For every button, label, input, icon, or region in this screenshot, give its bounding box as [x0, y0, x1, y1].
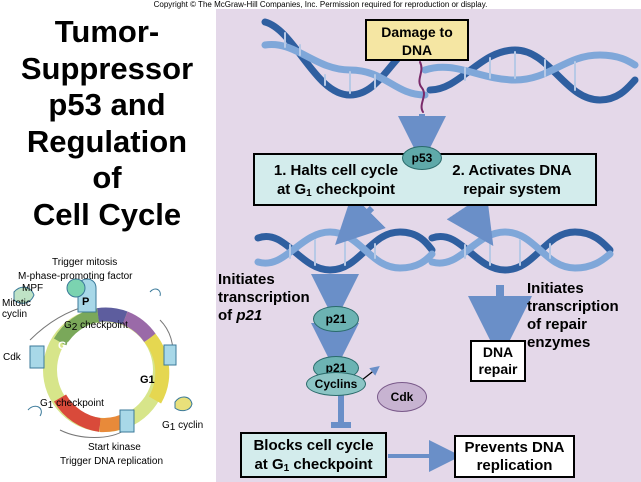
start-kinase-label: Start kinase [88, 442, 141, 453]
blocks-line2-sub: 1 [283, 463, 290, 474]
mitotic-cyclin-line2: cyclin [2, 309, 28, 320]
dna-repair-box: DNA repair [470, 340, 526, 382]
activates-line1: 2. Activates DNA [452, 162, 572, 179]
prevents-line1: Prevents DNA [464, 439, 565, 456]
cdk-cyclin-glyphs [13, 278, 193, 433]
initiates-p21-line3: of p21 [218, 307, 310, 325]
g1-cyclin-label: G1 cyclin [162, 420, 203, 433]
cell-cycle-wheel [29, 304, 174, 438]
g2-checkpoint-label: G2 checkpoint [64, 320, 128, 333]
blocks-line2-pre: at G [254, 456, 284, 473]
phase-s-label: S [64, 380, 72, 392]
activates-dna-repair-text: 2. Activates DNA repair system [437, 161, 587, 199]
title-line: Tumor- [54, 14, 160, 49]
initiates-p21-line3-pre: of [218, 307, 237, 324]
initiates-p21-line2: transcription [218, 289, 310, 306]
cdk-protein: Cdk [377, 382, 427, 412]
phase-g2-label: G2 [58, 340, 73, 352]
initiates-p21-gene: p21 [236, 307, 263, 324]
dna-helix-left [254, 228, 436, 274]
g2-checkpoint-post: checkpoint [77, 320, 128, 331]
mpf-label-line2: MPF [22, 283, 44, 294]
p21-protein: p21 [313, 306, 359, 332]
halts-line1: 1. Halts cell cycle [273, 162, 399, 179]
g1-cyclin-post: cyclin [175, 420, 204, 431]
blocks-line1: Blocks cell cycle [253, 437, 374, 454]
damage-to-dna-box: Damage to DNA [365, 19, 469, 61]
page-title: Tumor- Suppressor p53 and Regulation of … [2, 14, 212, 233]
damage-line2: DNA [401, 42, 433, 58]
initiates-p21-label: Initiates transcription of p21 [218, 271, 310, 325]
dna-repair-line1: DNA [482, 344, 514, 360]
dna-repair-line2: repair [478, 361, 518, 377]
initiates-repair-line4: enzymes [527, 334, 591, 351]
mitotic-cyclin-line1: Mitotic [2, 298, 31, 309]
halts-line2-post: checkpoint [311, 181, 396, 198]
arrow-to-left-helix [335, 194, 386, 245]
phase-c-label: C [125, 336, 133, 348]
g1-checkpoint-pre: G [40, 398, 48, 409]
g1-cyclin-sub: 1 [169, 422, 176, 433]
p53-protein: p53 [402, 146, 442, 170]
trigger-mitosis-label: Trigger mitosis [52, 257, 118, 268]
dna-helix-top [261, 18, 639, 113]
cyclins-protein: Cyclins [306, 372, 366, 396]
initiates-p21-line1: Initiates [218, 271, 275, 288]
arrow-cdk-release [361, 366, 380, 381]
activates-line2: repair system [463, 181, 561, 198]
halts-line2-pre: at G [276, 181, 307, 198]
cdk-cycle-label: Cdk [3, 352, 21, 363]
g1-cyclin-pre: G [162, 420, 170, 431]
arrow-to-right-helix [446, 192, 494, 246]
title-line: p53 and [48, 87, 166, 122]
initiates-repair-line3: of repair [527, 316, 588, 333]
prevents-dna-replication-box: Prevents DNA replication [454, 435, 575, 478]
g1-checkpoint-post: checkpoint [53, 398, 104, 409]
g2-checkpoint-sub: 2 [71, 322, 78, 333]
dna-helix-right [428, 228, 614, 274]
blocks-cell-cycle-box: Blocks cell cycle at G1 checkpoint [240, 432, 387, 478]
title-line: of [92, 160, 122, 195]
title-line: Suppressor [20, 50, 194, 86]
blocks-line2: at G1 checkpoint [242, 455, 385, 478]
phosphate-label: P [82, 296, 90, 308]
g2-checkpoint-pre: G [64, 320, 72, 331]
phase-g1-label: G1 [140, 374, 155, 386]
title-line: Cell Cycle [32, 196, 182, 232]
initiates-repair-label: Initiates transcription of repair enzyme… [527, 280, 619, 352]
prevents-line2: replication [476, 457, 553, 474]
halts-line2: at G1 checkpoint [261, 180, 411, 203]
phase-m-label: M [103, 333, 113, 345]
initiates-repair-line2: transcription [527, 298, 619, 315]
damage-line1: Damage to [381, 24, 453, 40]
title-line: Regulation [26, 123, 188, 159]
copyright-notice: Copyright © The McGraw-Hill Companies, I… [153, 0, 488, 9]
initiates-repair-line1: Initiates [527, 280, 584, 297]
g1-checkpoint-label: G1 checkpoint [40, 398, 104, 411]
halts-line2-sub: 1 [306, 188, 312, 199]
blocks-line2-post: checkpoint [289, 456, 373, 473]
halts-cell-cycle-text: 1. Halts cell cycle at G1 checkpoint [261, 161, 411, 203]
trigger-dna-replication-label: Trigger DNA replication [60, 456, 164, 467]
g1-checkpoint-sub: 1 [47, 400, 54, 411]
mpf-label-line1: M-phase-promoting factor [18, 271, 133, 282]
